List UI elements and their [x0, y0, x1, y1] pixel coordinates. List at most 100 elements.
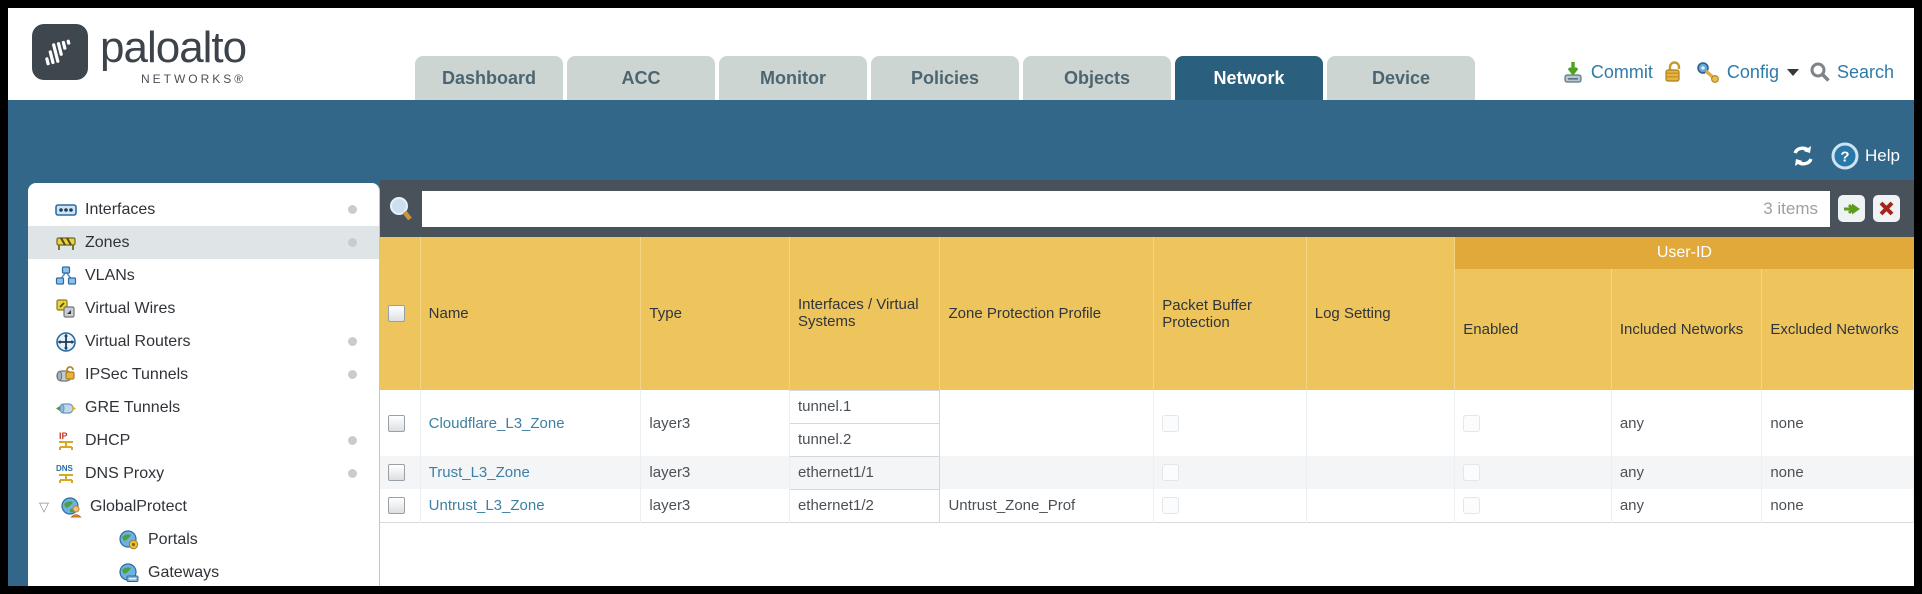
expand-triangle-icon[interactable]: ▽: [39, 498, 49, 514]
logo-wordmark: paloalto: [100, 23, 247, 72]
sidebar-item-ipsec-tunnels[interactable]: IPSec Tunnels: [28, 358, 379, 391]
content-area: Interfaces Zones VLANs Vir: [8, 100, 1914, 586]
sidebar-item-label: VLANs: [85, 266, 135, 284]
zone-interface-cell: tunnel.1: [788, 389, 941, 424]
app-window: paloalto NETWORKS® Dashboard ACC Monitor…: [8, 8, 1914, 586]
userid-enabled-checkbox[interactable]: [1463, 414, 1481, 432]
header-utilities: Commit Config: [1561, 60, 1894, 84]
sidebar-item-zones[interactable]: Zones: [28, 226, 379, 259]
sidebar-item-portals[interactable]: Portals: [28, 523, 379, 556]
sidebar-item-label: DHCP: [85, 431, 131, 449]
col-header-included-networks[interactable]: Included Networks: [1611, 269, 1763, 390]
row-checkbox[interactable]: [388, 414, 405, 432]
virtual-wires-icon: [55, 298, 77, 320]
select-all-checkbox[interactable]: [388, 305, 405, 322]
teal-toolbar-band: ? Help: [380, 100, 1914, 180]
sidebar-item-vlans[interactable]: VLANs: [28, 259, 379, 292]
refresh-icon[interactable]: [1789, 143, 1817, 169]
unlock-icon[interactable]: [1663, 60, 1685, 84]
portals-icon: [118, 529, 140, 551]
col-header-name[interactable]: Name: [420, 237, 642, 390]
config-label: Config: [1726, 61, 1779, 82]
zone-name-link[interactable]: Trust_L3_Zone: [428, 464, 530, 481]
main-panel: ? Help 3 items: [380, 100, 1914, 586]
tab-policies[interactable]: Policies: [871, 56, 1019, 100]
globalprotect-icon: [60, 496, 82, 518]
main-nav-tabs: Dashboard ACC Monitor Policies Objects N…: [415, 56, 1475, 100]
sidebar-item-globalprotect[interactable]: ▽ GlobalProtect: [28, 490, 379, 523]
apply-filter-button[interactable]: [1838, 195, 1865, 222]
help-button[interactable]: ? Help: [1831, 142, 1900, 170]
status-dot: [348, 205, 357, 214]
zone-name-cell: Trust_L3_Zone: [420, 456, 642, 489]
sidebar-item-label: GlobalProtect: [90, 497, 187, 515]
zone-name-cell: Untrust_L3_Zone: [420, 489, 642, 522]
row-select-cell: [380, 456, 421, 489]
config-keys-icon: [1697, 62, 1719, 83]
row-select-cell: [380, 489, 421, 522]
col-header-log-setting[interactable]: Log Setting: [1306, 237, 1456, 390]
status-dot: [348, 337, 357, 346]
log-setting-cell: [1306, 489, 1456, 522]
table-row: Trust_L3_Zone layer3 ethernet1/1 any non…: [380, 455, 1914, 490]
userid-enabled-cell: [1454, 390, 1612, 456]
sidebar-item-label: Gateways: [148, 563, 220, 581]
tab-monitor[interactable]: Monitor: [719, 56, 867, 100]
row-checkbox[interactable]: [388, 496, 405, 514]
included-networks-cell: any: [1611, 489, 1763, 522]
sidebar-item-interfaces[interactable]: Interfaces: [28, 193, 379, 226]
userid-enabled-cell: [1454, 456, 1612, 489]
help-label: Help: [1865, 146, 1900, 165]
commit-button[interactable]: Commit: [1561, 60, 1653, 84]
col-header-excluded-networks[interactable]: Excluded Networks: [1761, 269, 1914, 390]
zone-name-link[interactable]: Cloudflare_L3_Zone: [428, 414, 565, 432]
zone-name-link[interactable]: Untrust_L3_Zone: [428, 496, 545, 514]
table-row: Untrust_L3_Zone layer3 ethernet1/2 Untru…: [380, 488, 1914, 523]
packet-buffer-cell: [1153, 390, 1307, 456]
col-header-interfaces[interactable]: Interfaces / Virtual Systems: [789, 237, 941, 390]
search-button[interactable]: Search: [1809, 61, 1894, 83]
col-header-enabled[interactable]: Enabled: [1454, 269, 1612, 390]
status-dot: [348, 238, 357, 247]
sidebar-item-label: Virtual Routers: [85, 332, 191, 350]
tab-network[interactable]: Network: [1175, 56, 1323, 100]
filter-input[interactable]: [422, 190, 1830, 227]
packet-buffer-checkbox[interactable]: [1162, 414, 1180, 432]
clear-filter-button[interactable]: [1873, 195, 1900, 222]
table-row: Cloudflare_L3_Zone layer3 tunnel.1 any n…: [380, 389, 1914, 456]
logo-networks-text: NETWORKS®: [140, 72, 247, 86]
userid-enabled-checkbox[interactable]: [1463, 496, 1481, 514]
packet-buffer-checkbox[interactable]: [1162, 496, 1180, 514]
config-dropdown[interactable]: Config: [1695, 60, 1799, 84]
col-header-type[interactable]: Type: [640, 237, 790, 390]
sidebar-item-virtual-routers[interactable]: Virtual Routers: [28, 325, 379, 358]
col-header-packet-buffer-protection[interactable]: Packet Buffer Protection: [1153, 237, 1307, 390]
sidebar-item-gre-tunnels[interactable]: GRE Tunnels: [28, 391, 379, 424]
userid-enabled-checkbox[interactable]: [1463, 464, 1481, 481]
commit-icon: [1564, 62, 1582, 83]
paloalto-logo: paloalto NETWORKS®: [32, 23, 247, 86]
tab-dashboard[interactable]: Dashboard: [415, 56, 563, 100]
tab-device[interactable]: Device: [1327, 56, 1475, 100]
help-icon: ?: [1831, 142, 1859, 170]
zones-table: Name Type Interfaces / Virtual Systems Z…: [380, 237, 1914, 523]
paloalto-logo-icon: [32, 24, 88, 80]
sub-header-row: Enabled Included Networks Excluded Netwo…: [380, 269, 1914, 390]
col-header-zone-protection-profile[interactable]: Zone Protection Profile: [939, 237, 1155, 390]
table-empty-area: [380, 522, 1914, 586]
packet-buffer-checkbox[interactable]: [1162, 464, 1180, 481]
sidebar-item-dhcp[interactable]: IP DHCP: [28, 424, 379, 457]
packet-buffer-cell: [1153, 489, 1307, 522]
tab-objects[interactable]: Objects: [1023, 56, 1171, 100]
sidebar-item-dns-proxy[interactable]: DNS DNS Proxy: [28, 457, 379, 490]
gateways-icon: [118, 562, 140, 584]
sidebar-item-gateways[interactable]: Gateways: [28, 556, 379, 586]
row-checkbox[interactable]: [388, 464, 405, 481]
filter-bar: 3 items: [380, 180, 1914, 237]
sidebar-item-virtual-wires[interactable]: Virtual Wires: [28, 292, 379, 325]
svg-text:?: ?: [1840, 149, 1849, 166]
tab-acc[interactable]: ACC: [567, 56, 715, 100]
included-networks-cell: any: [1611, 456, 1763, 489]
vlans-icon: [55, 265, 77, 287]
sidebar-item-label: Zones: [85, 233, 130, 251]
